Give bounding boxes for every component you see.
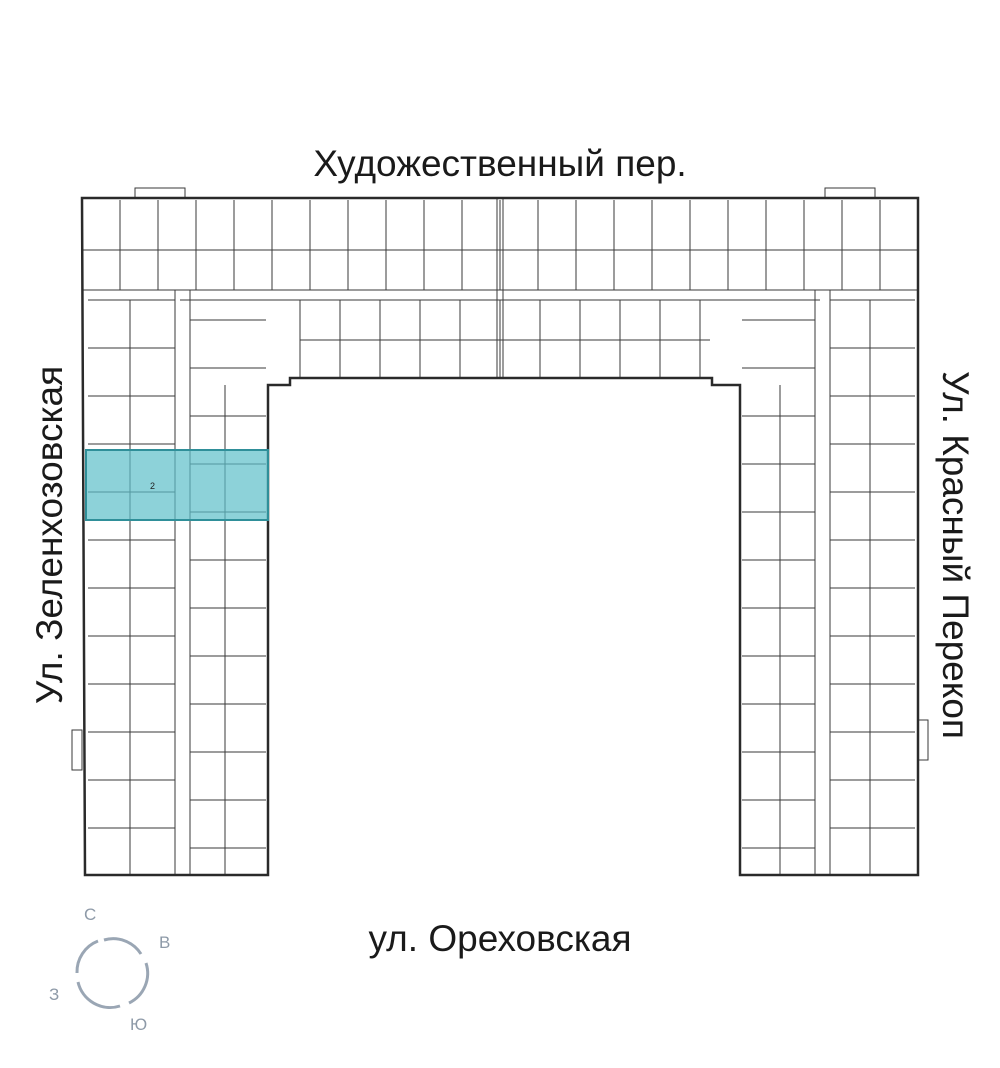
compass-north: С	[84, 905, 97, 924]
selected-apartment-rooms: 2	[150, 481, 155, 491]
selected-apartment[interactable]	[85, 449, 269, 521]
building-outline	[80, 196, 920, 877]
balcony	[134, 187, 186, 199]
street-label-bottom: ул. Ореховская	[368, 918, 632, 959]
balcony	[917, 719, 929, 761]
compass-east: В	[159, 933, 171, 952]
balcony	[71, 729, 83, 771]
compass-icon	[75, 937, 150, 1009]
balcony	[824, 187, 876, 199]
street-label-top: Художественный пер.	[313, 143, 687, 184]
compass-south: Ю	[130, 1015, 148, 1034]
compass-west: З	[49, 985, 60, 1004]
